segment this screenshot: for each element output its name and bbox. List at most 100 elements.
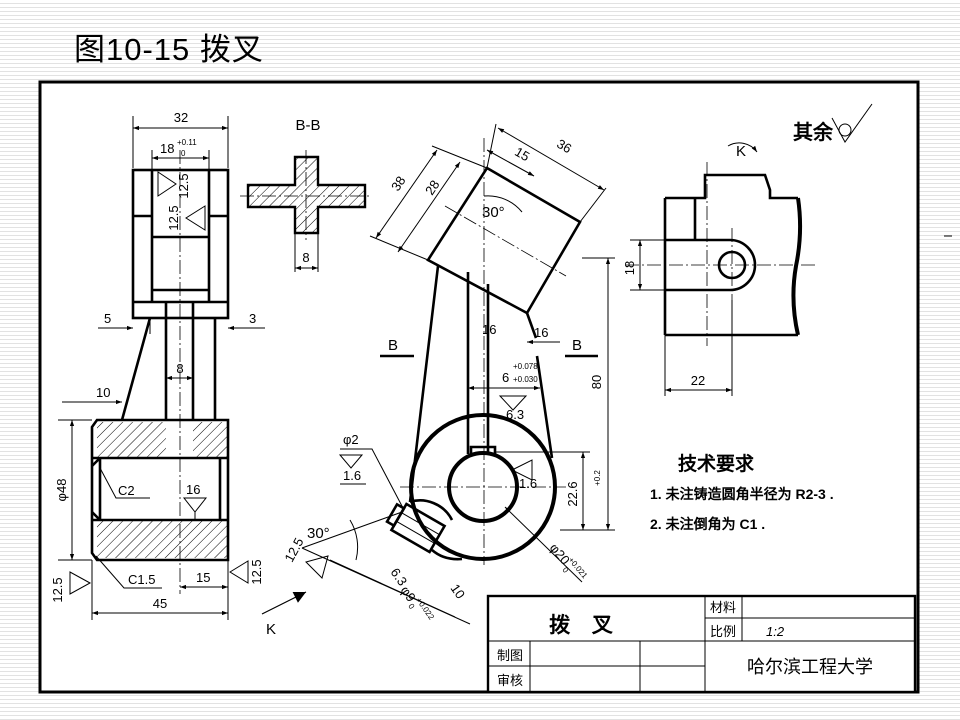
section-mark-left-label: B <box>388 337 398 354</box>
k-view: K 18 22 <box>622 142 815 396</box>
dim-18-k-label: 18 <box>622 261 637 275</box>
dim-22-6-label: 22.6 <box>565 481 580 506</box>
dim-36-line <box>497 127 605 191</box>
technical-requirements: 技术要求 1. 未注铸造圆角半径为 R2-3 . 2. 未注倒角为 C1 . <box>650 452 834 532</box>
drawn-by-label: 制图 <box>497 648 523 663</box>
institution-name: 哈尔滨工程大学 <box>747 657 873 677</box>
chamfer-c2-label: C2 <box>118 483 135 498</box>
k-view-break-line <box>791 197 803 336</box>
pin-boss-blend-curves <box>409 499 463 561</box>
boss-bore-lines <box>91 456 228 522</box>
section-bb-label: B-B <box>295 117 320 134</box>
dim-22-k-extension-lines <box>664 300 733 396</box>
roughness-left-face-label: 12.5 <box>50 577 65 602</box>
dim-45-extension-lines <box>91 560 229 620</box>
dim-phi9-tol-lower: 0 <box>406 602 416 611</box>
roughness-pin-hole-label: 1.6 <box>343 468 361 483</box>
roughness-circle-icon <box>838 123 852 137</box>
dim-phi9-label: φ9 <box>398 583 419 604</box>
k-view-label: K <box>736 143 746 160</box>
roughness-bore-label: 16 <box>186 482 200 497</box>
pin-boss-cap <box>385 502 406 528</box>
dim-32-extension-lines <box>132 116 229 168</box>
dim-6-label: 6 <box>502 370 509 385</box>
dim-5-label: 5 <box>104 311 111 326</box>
slide-title: 图10-15 拨叉 <box>74 32 264 67</box>
dim-section-8-label: 8 <box>302 250 309 265</box>
clevis-outline <box>131 168 230 320</box>
angle-30-boss-label: 30° <box>307 525 330 542</box>
head-centerline <box>444 205 567 277</box>
dim-18-label: 18 <box>160 141 174 156</box>
section-mark-right-label: B <box>572 337 582 354</box>
view-k-arrow-label: K <box>266 621 276 638</box>
roughness-check-icon <box>831 103 873 143</box>
dim-22-k-label: 22 <box>691 373 705 388</box>
dim-phi20-tol-lower: 0 <box>560 566 570 576</box>
dim-phi48-label: φ48 <box>54 479 69 502</box>
roughness-symbol-bore <box>510 459 533 481</box>
roughness-symbol-slot-face <box>185 205 206 231</box>
tech-requirement-item: 2. 未注倒角为 C1 . <box>650 516 765 532</box>
dim-28-line <box>397 161 461 253</box>
dim-32-label: 32 <box>174 110 188 125</box>
dim-6-tol-upper: +0.078 <box>513 362 538 371</box>
dim-16-right-label: 16 <box>534 325 548 340</box>
dim-18-tol-lower: 0 <box>181 149 186 158</box>
k-view-rotation-arrow <box>727 142 758 153</box>
title-block-frame <box>486 594 917 694</box>
roughness-slot-face-label: 12.5 <box>166 205 181 230</box>
scale-label: 比例 <box>710 624 736 639</box>
rib-lines <box>466 272 490 454</box>
dim-28-label: 28 <box>422 177 443 197</box>
roughness-symbol-left-face <box>69 571 92 595</box>
boss-outline <box>90 418 230 562</box>
section-bb-view: B-B 8 <box>240 117 372 272</box>
dim-22-6-tol: +0.2 <box>593 470 602 486</box>
dim-15-label: 15 <box>196 570 210 585</box>
pin-boss <box>385 502 447 554</box>
dim-3-label: 3 <box>249 311 256 326</box>
roughness-symbol-right-face <box>229 560 249 584</box>
dim-phi2-leader <box>340 448 404 509</box>
tech-requirement-item: 1. 未注铸造圆角半径为 R2-3 . <box>650 486 834 502</box>
title-block-grid <box>488 596 915 692</box>
dim-36-label: 36 <box>554 136 574 156</box>
dim-45-label: 45 <box>153 596 167 611</box>
dim-80-label: 80 <box>589 375 604 389</box>
tech-requirements-title: 技术要求 <box>678 452 755 475</box>
material-label: 材料 <box>710 600 736 615</box>
front-view: 32 18 +0.11 0 12.5 12.5 5 3 8 10 φ48 <box>50 110 265 620</box>
chamfer-c2-leader <box>99 467 150 499</box>
dim-boss-10-label: 10 <box>448 581 469 601</box>
angle-30-head-label: 30° <box>482 204 505 221</box>
chamfer-c15-leader <box>95 555 162 589</box>
boss-angle-lines <box>301 511 471 625</box>
checked-by-label: 审核 <box>497 673 523 688</box>
k-view-inner-lines <box>665 198 757 292</box>
dim-10-label: 10 <box>96 385 110 400</box>
surface-note-label: 其余 <box>793 120 834 144</box>
roughness-symbol-pin-hole <box>338 454 366 485</box>
rib-lines <box>120 317 217 421</box>
surface-roughness-note: 其余 <box>793 103 873 144</box>
dim-18-tol-upper: +0.11 <box>177 138 197 147</box>
dim-section-8-extension-lines <box>294 233 319 272</box>
hub-keyway <box>469 445 497 455</box>
pin-boss-hole-lines <box>396 512 440 544</box>
section-bb-cross <box>246 155 367 235</box>
roughness-symbol-bore <box>182 497 208 520</box>
boss-hatch-bottom <box>97 520 228 558</box>
stem-lines <box>164 302 195 420</box>
boss-hatch-top-right <box>193 422 228 458</box>
roughness-slot-label: 6.3 <box>506 407 524 422</box>
part-name: 拨 叉 <box>549 614 621 637</box>
dim-phi48-extension-lines <box>58 419 92 561</box>
dim-phi2-label: φ2 <box>343 432 359 447</box>
clevis-slot-lines <box>133 170 228 304</box>
title-block: 拨 叉 材料 比例 1:2 制图 审核 哈尔滨工程大学 <box>486 594 917 694</box>
roughness-symbol-slot-inner <box>157 171 177 197</box>
k-view-centerlines <box>625 162 815 346</box>
